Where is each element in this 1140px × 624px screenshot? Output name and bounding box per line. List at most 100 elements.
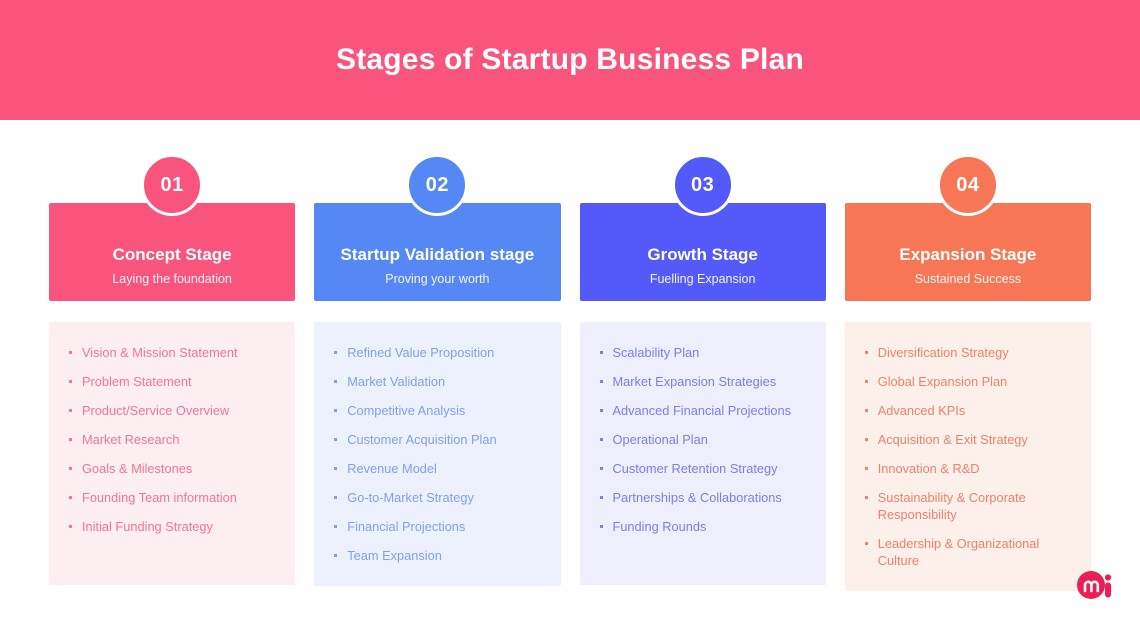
bullet-dot-icon xyxy=(69,496,72,499)
stage-title: Concept Stage xyxy=(112,245,232,264)
bullet-dot-icon xyxy=(334,467,338,470)
bullet-dot-icon xyxy=(334,380,338,383)
bullet-dot-icon xyxy=(599,496,603,499)
bullet-dot-icon xyxy=(599,467,603,470)
bullet-dot-icon xyxy=(334,438,338,441)
list-item: Funding Rounds xyxy=(599,518,810,535)
bullet-dot-icon xyxy=(599,351,603,354)
bullet-dot-icon xyxy=(69,380,72,383)
bullet-dot-icon xyxy=(599,525,603,528)
stage-subtitle: Sustained Success xyxy=(914,272,1022,286)
mi-logo xyxy=(1076,564,1118,606)
list-item: Product/Service Overview xyxy=(69,402,279,419)
list-item-label: Global Expansion Plan xyxy=(877,374,1008,389)
bullet-dot-icon xyxy=(334,554,338,557)
bullet-dot-icon xyxy=(864,438,868,441)
stage-number-badge: 04 xyxy=(936,154,999,216)
list-item-label: Goals & Milestones xyxy=(82,461,193,476)
list-item: Customer Acquisition Plan xyxy=(334,431,544,448)
bullet-dot-icon xyxy=(69,525,72,528)
list-item: Initial Funding Strategy xyxy=(69,518,279,535)
list-item: Innovation & R&D xyxy=(864,460,1075,477)
bullet-dot-icon xyxy=(334,351,338,354)
list-item-label: Customer Retention Strategy xyxy=(612,461,778,476)
list-item-label: Advanced Financial Projections xyxy=(612,403,792,418)
list-item-label: Customer Acquisition Plan xyxy=(347,432,497,447)
bullet-dot-icon xyxy=(69,467,72,470)
stage-subtitle: Proving your worth xyxy=(385,272,490,286)
list-item: Leadership & Organizational Culture xyxy=(864,535,1075,569)
list-item: Refined Value Proposition xyxy=(334,344,544,361)
list-item: Market Validation xyxy=(334,373,544,390)
list-item: Operational Plan xyxy=(599,431,810,448)
page-title: Stages of Startup Business Plan xyxy=(336,43,804,76)
list-item-label: Acquisition & Exit Strategy xyxy=(877,432,1028,447)
bullet-dot-icon xyxy=(599,438,603,441)
stage-title: Startup Validation stage xyxy=(340,245,535,264)
bullet-dot-icon xyxy=(334,409,338,412)
stage-number-badge: 01 xyxy=(141,154,204,216)
list-item-label: Market Expansion Strategies xyxy=(612,374,777,389)
header-band: Stages of Startup Business Plan xyxy=(0,0,1140,120)
list-item-label: Market Research xyxy=(82,432,180,447)
list-item-label: Go-to-Market Strategy xyxy=(347,490,474,505)
list-item-label: Founding Team information xyxy=(82,490,237,505)
list-item-label: Competitive Analysis xyxy=(347,403,466,418)
list-item: Founding Team information xyxy=(69,489,279,506)
list-item: Advanced Financial Projections xyxy=(599,402,810,419)
list-item: Revenue Model xyxy=(334,460,544,477)
list-item-label: Funding Rounds xyxy=(612,519,707,534)
list-item-label: Financial Projections xyxy=(347,519,466,534)
bullet-dot-icon xyxy=(69,409,72,412)
bullet-dot-icon xyxy=(69,351,72,354)
list-item: Go-to-Market Strategy xyxy=(334,489,544,506)
list-item: Goals & Milestones xyxy=(69,460,279,477)
list-item-label: Scalability Plan xyxy=(612,345,700,360)
bullet-dot-icon xyxy=(334,496,338,499)
bullet-dot-icon xyxy=(864,380,868,383)
list-item-label: Innovation & R&D xyxy=(877,461,980,476)
list-item: Scalability Plan xyxy=(599,344,810,361)
stage-number-badge: 03 xyxy=(671,154,734,216)
list-item-label: Sustainability & Corporate Responsibilit… xyxy=(877,490,1026,522)
list-item: Customer Retention Strategy xyxy=(599,460,810,477)
list-item-label: Initial Funding Strategy xyxy=(82,519,213,534)
bullet-dot-icon xyxy=(864,496,868,499)
list-item: Diversification Strategy xyxy=(864,344,1075,361)
list-item-label: Refined Value Proposition xyxy=(347,345,495,360)
list-item-label: Market Validation xyxy=(347,374,446,389)
list-item-label: Revenue Model xyxy=(347,461,437,476)
bullet-dot-icon xyxy=(864,467,868,470)
list-item-label: Diversification Strategy xyxy=(877,345,1009,360)
stage-subtitle: Fuelling Expansion xyxy=(649,272,756,286)
bullet-dot-icon xyxy=(69,438,72,441)
list-item-label: Leadership & Organizational Culture xyxy=(877,536,1040,568)
list-item: Sustainability & Corporate Responsibilit… xyxy=(864,489,1075,523)
bullet-dot-icon xyxy=(334,525,338,528)
list-item: Global Expansion Plan xyxy=(864,373,1075,390)
list-item: Advanced KPIs xyxy=(864,402,1075,419)
list-item-label: Operational Plan xyxy=(612,432,708,447)
list-item: Financial Projections xyxy=(334,518,544,535)
list-item-label: Vision & Mission Statement xyxy=(82,345,238,360)
list-item: Vision & Mission Statement xyxy=(69,344,279,361)
bullet-dot-icon xyxy=(864,351,868,354)
bullet-dot-icon xyxy=(599,409,603,412)
list-item-label: Advanced KPIs xyxy=(877,403,966,418)
list-item: Market Research xyxy=(69,431,279,448)
list-item-label: Problem Statement xyxy=(82,374,192,389)
bullet-dot-icon xyxy=(599,380,603,383)
bullet-dot-icon xyxy=(864,409,868,412)
list-item: Partnerships & Collaborations xyxy=(599,489,810,506)
